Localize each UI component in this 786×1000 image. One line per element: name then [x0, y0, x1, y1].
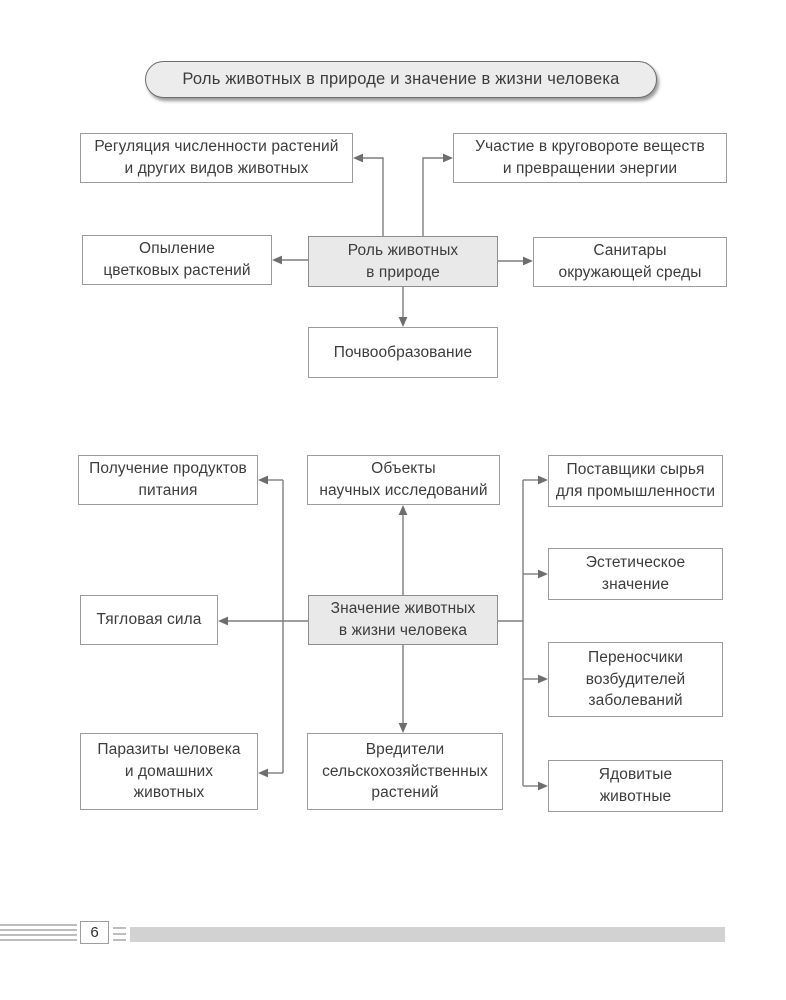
- node-raw-materials: Поставщики сырья для промышленности: [548, 455, 723, 507]
- arrowhead-left-icon: [258, 475, 268, 485]
- arrowhead-right-icon: [538, 781, 548, 791]
- footer-rule: [0, 924, 77, 926]
- footer-rule: [0, 939, 77, 941]
- arrowhead-right-icon: [538, 569, 548, 579]
- node-sanitation: Санитары окружающей среды: [533, 237, 727, 287]
- node-venomous-animals: Ядовитые животные: [548, 760, 723, 812]
- node-human-life-center: Значение животных в жизни человека: [308, 595, 498, 645]
- node-soil-formation: Почвообразование: [308, 327, 498, 378]
- arrowhead-down-icon: [398, 317, 408, 327]
- arrowhead-left-icon: [258, 768, 268, 778]
- arrowhead-left-icon: [218, 616, 228, 626]
- connector-to-regulation: [362, 157, 384, 236]
- footer-rule: [0, 934, 77, 936]
- node-draft-power: Тягловая сила: [80, 595, 218, 645]
- node-food-products: Получение продуктов питания: [78, 455, 258, 505]
- node-regulation: Регуляция численности растений и других …: [80, 133, 353, 183]
- arrowhead-down-icon: [398, 723, 408, 733]
- footer-bar: [130, 927, 725, 942]
- arrowhead-right-icon: [443, 153, 453, 163]
- footer-rule: [113, 939, 126, 941]
- connectors-role-in-nature: [272, 153, 533, 327]
- arrowhead-left-icon: [353, 153, 363, 163]
- arrowhead-up-icon: [398, 505, 408, 515]
- node-research-objects: Объекты научных исследований: [307, 455, 500, 505]
- node-pollination: Опыление цветковых растений: [82, 235, 272, 285]
- node-aesthetic-value: Эстетическое значение: [548, 548, 723, 600]
- node-crop-pests: Вредители сельскохозяйственных растений: [307, 733, 503, 810]
- connectors-role-in-human-life: [218, 475, 548, 791]
- page-title: Роль животных в природе и значение в жиз…: [145, 61, 657, 98]
- node-cycle: Участие в круговороте веществ и превраще…: [453, 133, 727, 183]
- arrowhead-left-icon: [272, 255, 282, 265]
- node-role-in-nature-center: Роль животных в природе: [308, 236, 498, 287]
- footer-rule: [0, 929, 77, 931]
- arrowhead-right-icon: [523, 256, 533, 266]
- footer-rule: [113, 933, 126, 935]
- node-disease-vectors: Переносчики возбудителей заболеваний: [548, 642, 723, 717]
- node-parasites: Паразиты человека и домашних животных: [80, 733, 258, 810]
- connector-to-cycle: [422, 157, 444, 236]
- footer-rule: [113, 927, 126, 929]
- page-number: 6: [80, 921, 109, 944]
- arrowhead-right-icon: [538, 674, 548, 684]
- arrowhead-right-icon: [538, 475, 548, 485]
